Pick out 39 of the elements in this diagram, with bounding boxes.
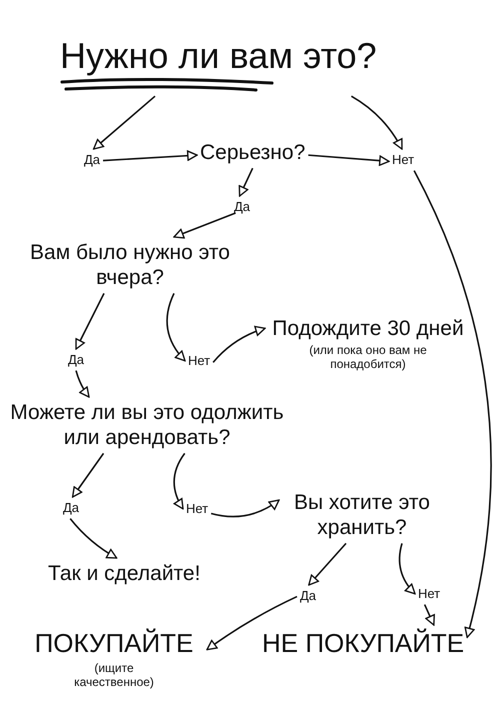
answer-text: Да bbox=[234, 199, 250, 215]
arrow bbox=[206, 596, 298, 650]
arrow bbox=[75, 293, 105, 350]
answer-text: Да bbox=[68, 352, 84, 368]
arrow bbox=[350, 96, 403, 150]
answer-text: Да bbox=[63, 500, 80, 516]
question-text: Вы хотите это хранить? bbox=[293, 490, 431, 540]
arrow bbox=[308, 542, 347, 586]
answer-text: Нет bbox=[418, 586, 440, 602]
arrow bbox=[424, 604, 435, 626]
question-text: Можете ли вы это одолжить или арендовать? bbox=[9, 400, 285, 450]
note-text: (ищите качественное) bbox=[73, 662, 155, 690]
answer-text: Да bbox=[84, 152, 100, 168]
arrow bbox=[398, 543, 416, 594]
question-text: Вам было нужно это вчера? bbox=[30, 240, 230, 290]
answer-text: Нет bbox=[392, 152, 414, 168]
result-text: НЕ ПОКУПАЙТЕ bbox=[262, 628, 464, 660]
question-text: Серьезно? bbox=[200, 140, 306, 166]
arrow bbox=[92, 96, 156, 150]
arrow bbox=[173, 212, 236, 239]
note-text: (или пока оно вам не понадобится) bbox=[308, 344, 428, 372]
result-text: ПОКУПАЙТЕ bbox=[34, 628, 194, 660]
answer-text: Нет bbox=[186, 501, 208, 517]
arrow bbox=[212, 326, 266, 363]
answer-text: Да bbox=[300, 588, 316, 604]
arrow bbox=[210, 499, 280, 518]
action-text: Подождите 30 дней bbox=[272, 316, 464, 342]
title-question: Нужно ли вам это? bbox=[60, 34, 377, 78]
action-text: Так и сделайте! bbox=[48, 561, 200, 586]
arrow bbox=[413, 170, 492, 638]
arrow bbox=[308, 154, 390, 166]
arrow bbox=[173, 452, 186, 510]
arrow bbox=[103, 150, 198, 162]
arrow bbox=[70, 518, 118, 559]
arrow bbox=[75, 370, 90, 398]
arrow bbox=[238, 168, 254, 197]
answer-text: Нет bbox=[188, 353, 210, 369]
arrow bbox=[72, 452, 104, 498]
arrow bbox=[166, 293, 186, 362]
